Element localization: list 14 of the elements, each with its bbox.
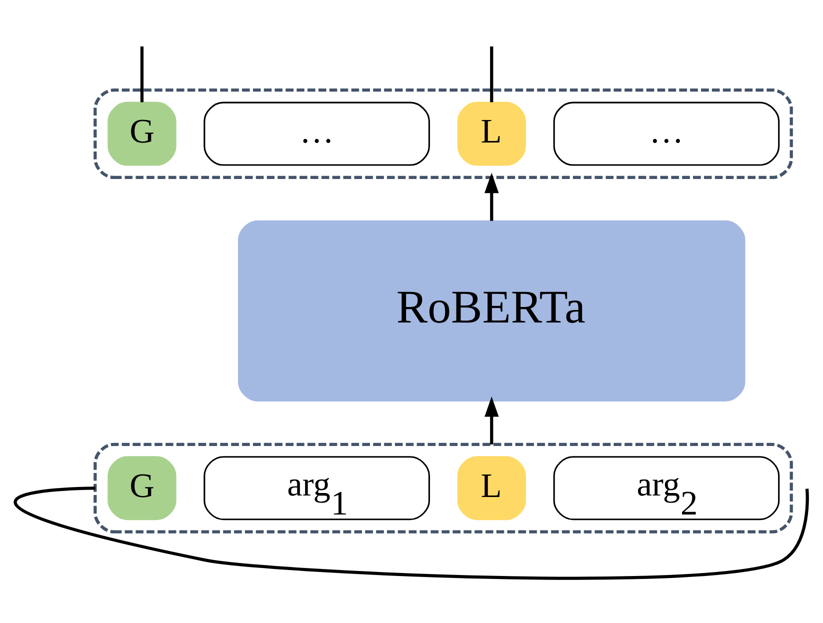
node-box: L xyxy=(457,101,526,166)
connector xyxy=(16,486,809,580)
node-box: L xyxy=(457,456,526,520)
cluster xyxy=(94,442,793,533)
node-box: G xyxy=(108,456,176,520)
cluster xyxy=(94,88,793,179)
node-box: … xyxy=(553,101,780,166)
connector xyxy=(140,46,144,102)
node-box: RoBERTa xyxy=(238,220,746,401)
node-box: G xyxy=(108,101,176,166)
arrow xyxy=(484,172,499,220)
node-box: … xyxy=(204,101,430,166)
connector xyxy=(490,46,494,102)
arrow xyxy=(484,396,499,444)
